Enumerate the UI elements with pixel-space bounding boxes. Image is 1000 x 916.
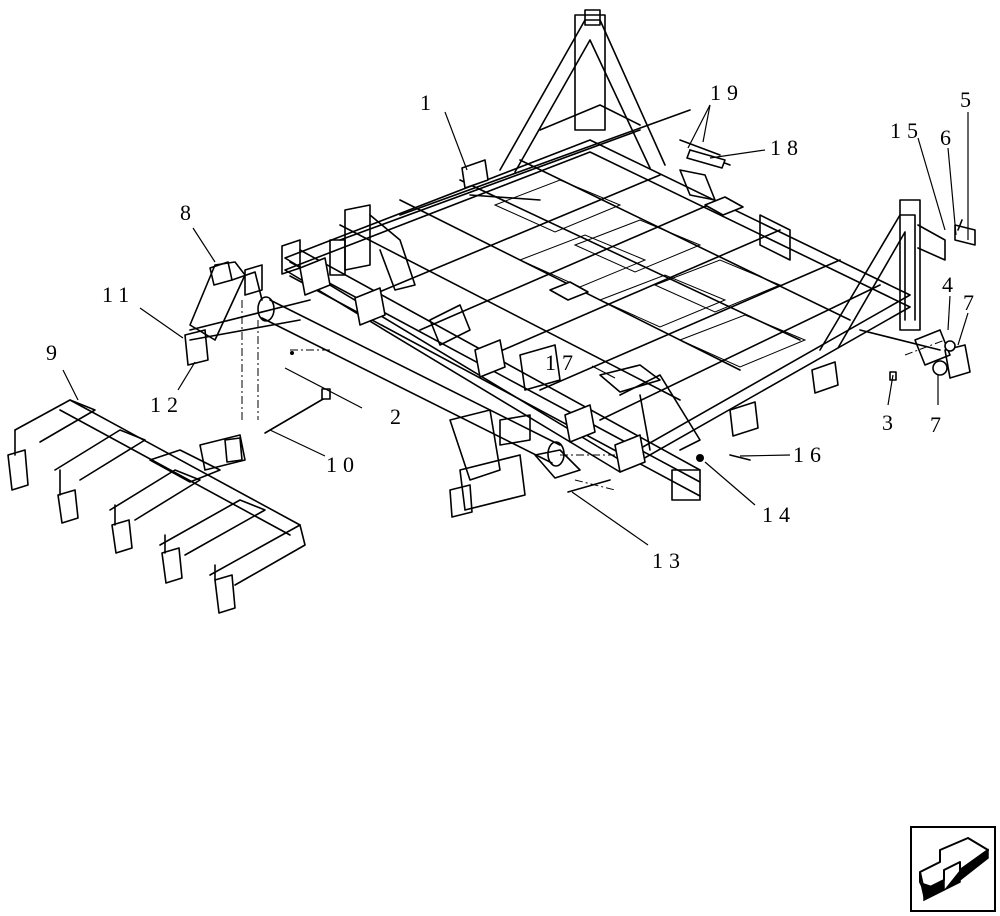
callout-11: 11 <box>102 282 135 307</box>
callout-7-upper: 7 <box>963 290 980 315</box>
callout-1: 1 <box>420 90 437 115</box>
leader-lines <box>62 104 969 546</box>
callout-2: 2 <box>390 404 407 429</box>
main-frame <box>281 9 946 501</box>
callout-13: 13 <box>652 548 686 573</box>
callout-19: 19 <box>710 80 744 105</box>
front-hitch-bracket <box>449 409 531 518</box>
callout-18: 18 <box>770 135 804 160</box>
next-page-button[interactable] <box>910 826 996 912</box>
callout-6: 6 <box>940 125 957 150</box>
next-page-arrow-icon <box>919 837 989 902</box>
callout-14: 14 <box>762 502 796 527</box>
shank-bar-assembly <box>7 399 306 614</box>
callout-labels: 1 2 3 4 5 6 7 7 8 9 10 11 12 13 14 15 16… <box>46 80 980 573</box>
callout-15: 15 <box>890 118 924 143</box>
callout-12: 12 <box>150 392 184 417</box>
callout-5: 5 <box>960 87 977 112</box>
callout-4: 4 <box>942 272 959 297</box>
callout-3: 3 <box>882 410 899 435</box>
callout-9: 9 <box>46 340 63 365</box>
pins-and-bolts <box>264 139 751 493</box>
left-hitch-assembly <box>184 261 311 420</box>
callout-17: 17 <box>545 350 579 375</box>
callout-10: 10 <box>326 452 360 477</box>
cross-tube <box>257 296 581 479</box>
callout-8: 8 <box>180 200 197 225</box>
callout-16: 16 <box>793 442 827 467</box>
callout-7-lower: 7 <box>930 412 947 437</box>
